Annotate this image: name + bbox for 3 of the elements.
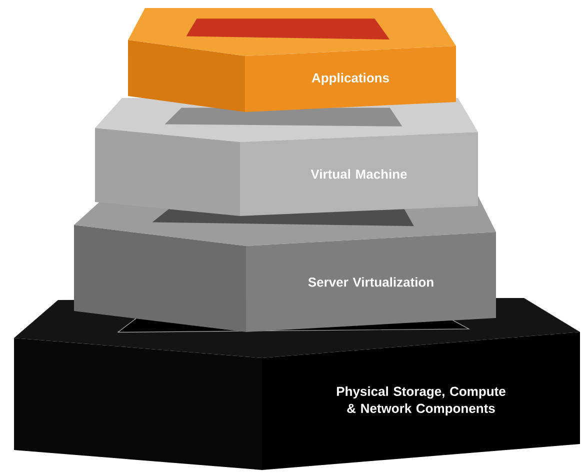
layer-block: Virtual Machine <box>95 98 478 216</box>
node-label: Applications <box>312 72 389 86</box>
layer-block: Applications <box>128 8 456 112</box>
